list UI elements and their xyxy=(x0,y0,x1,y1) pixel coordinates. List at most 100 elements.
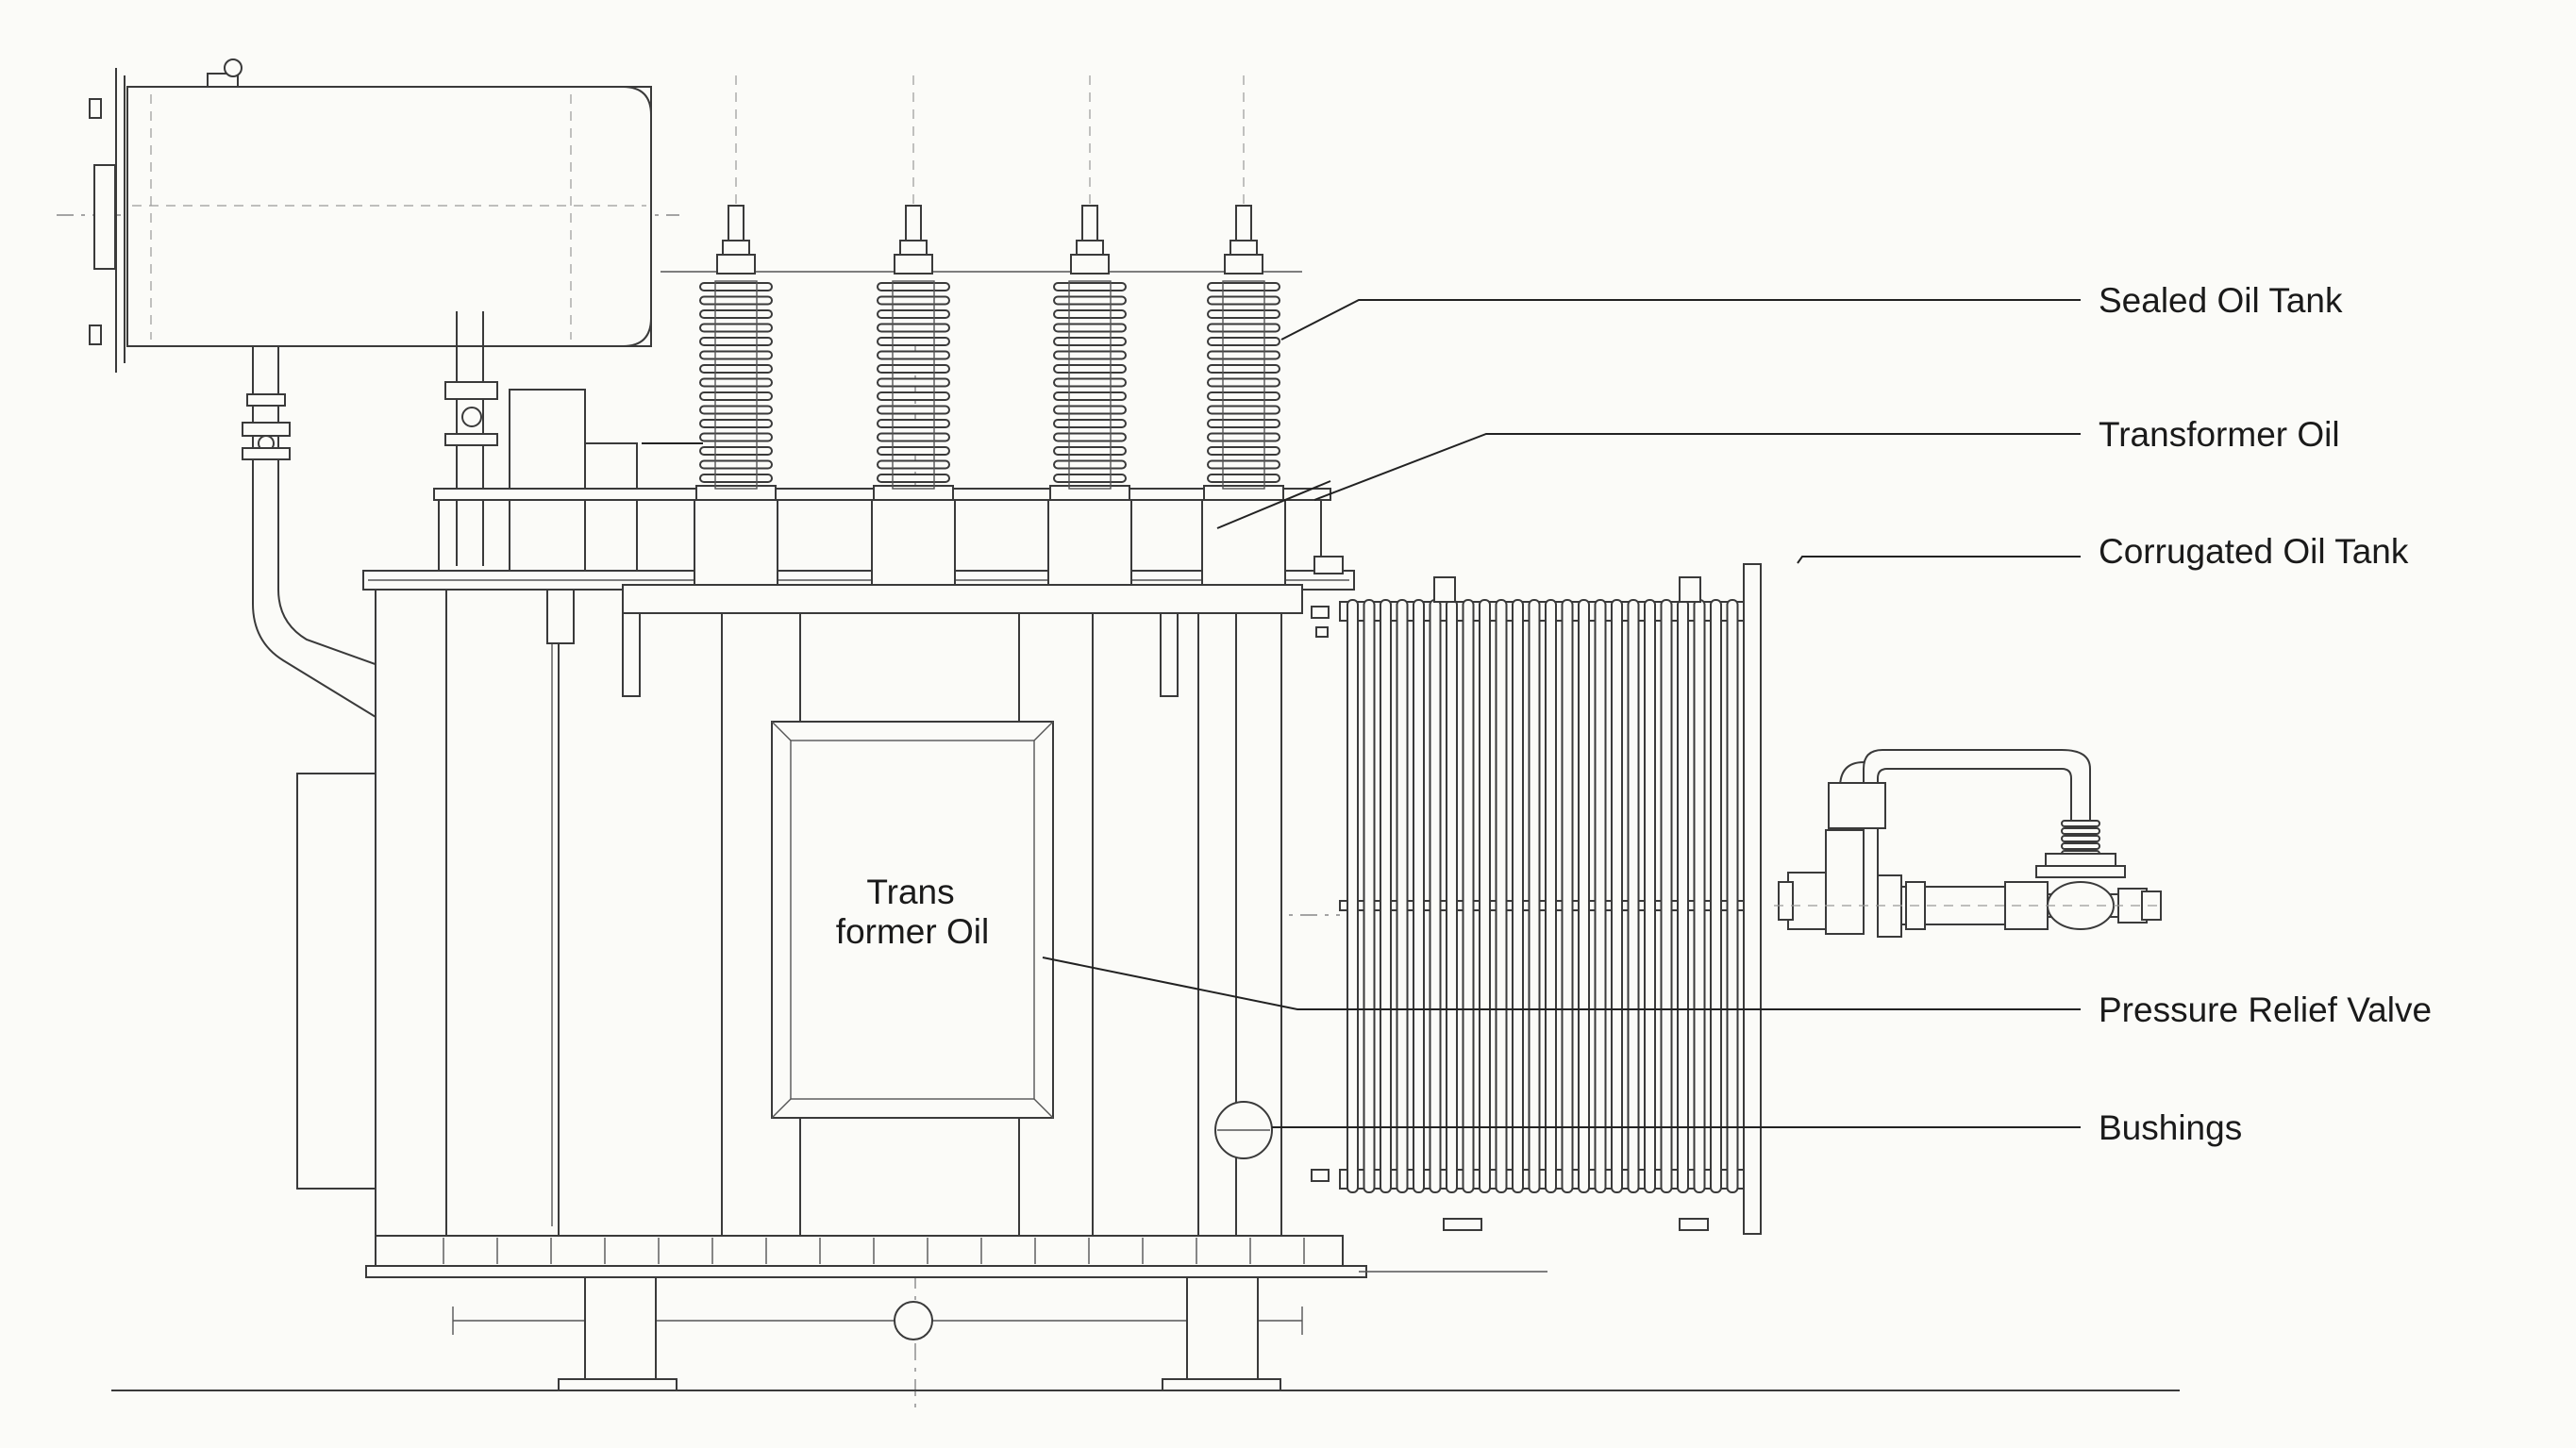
bushing-shed xyxy=(699,474,773,483)
bushing-shed xyxy=(699,282,773,291)
bushing-flange xyxy=(1049,485,1130,501)
bushing-shed xyxy=(699,391,773,401)
bushing-shed xyxy=(1053,323,1127,333)
bushing-nut xyxy=(722,240,750,256)
bushing-terminal xyxy=(905,205,922,241)
callout-transformer-oil: Transformer Oil xyxy=(2099,415,2340,454)
bushing-nut xyxy=(1229,240,1258,256)
bushing-shed xyxy=(699,377,773,388)
bushing-shed xyxy=(1053,419,1127,428)
radiator-foot xyxy=(1679,1218,1709,1231)
bushing-shed xyxy=(699,459,773,470)
bushing-shed xyxy=(699,309,773,319)
bushing-shed xyxy=(1207,377,1280,388)
bushing-flange xyxy=(1203,485,1284,501)
bushing-nut xyxy=(899,240,928,256)
radiator-fin xyxy=(1561,599,1574,1193)
radiator-fin xyxy=(1660,599,1673,1193)
callout-labels: Sealed Oil Tank Transformer Oil Corrugat… xyxy=(836,281,2432,1147)
radiator-fin xyxy=(1495,599,1508,1193)
radiator-fin xyxy=(1479,599,1491,1193)
radiator-fin xyxy=(1429,599,1442,1193)
window-label-line1: Trans xyxy=(866,873,954,911)
bushing-shed xyxy=(877,350,950,360)
radiator-valve xyxy=(1311,1169,1330,1182)
bushing-shed xyxy=(699,295,773,306)
bushing-shed xyxy=(699,364,773,374)
bushing-shed xyxy=(1053,459,1127,470)
callout-pressure-relief-valve: Pressure Relief Valve xyxy=(2099,990,2432,1029)
bushing-shed xyxy=(1207,350,1280,360)
bushing-shed xyxy=(877,419,950,428)
bushing-shed xyxy=(1207,295,1280,306)
bushing xyxy=(1201,205,1286,586)
radiator-fin xyxy=(1594,599,1607,1193)
bushing-shed xyxy=(877,391,950,401)
bushing-shed xyxy=(1053,474,1127,483)
bushing-shed xyxy=(1053,391,1127,401)
bushing-shed xyxy=(1053,350,1127,360)
bushing-cap xyxy=(1070,254,1110,275)
bushing-shed xyxy=(699,323,773,333)
bushing-shed xyxy=(877,282,950,291)
radiator-side-plate xyxy=(1743,563,1762,1235)
bushing-terminal xyxy=(728,205,744,241)
window-label-line2: former Oil xyxy=(836,912,989,951)
valve-bellows-ring xyxy=(2061,827,2100,835)
bushing-core xyxy=(1222,280,1265,490)
radiator-fin xyxy=(1396,599,1409,1193)
bushing-flange xyxy=(695,485,777,501)
radiator-fin xyxy=(1611,599,1623,1193)
bushing-shed xyxy=(699,350,773,360)
bushing xyxy=(694,205,778,586)
valve-bellows-ring xyxy=(2061,842,2100,850)
bushing-shed xyxy=(699,446,773,456)
radiator-valve xyxy=(1311,606,1330,619)
bushing-cap xyxy=(894,254,933,275)
radiator-fin xyxy=(1413,599,1425,1193)
radiator-fin xyxy=(1528,599,1541,1193)
corrugated-radiator xyxy=(1311,563,1762,1235)
radiator-fin xyxy=(1578,599,1590,1193)
oil-level-gauge xyxy=(1214,1101,1273,1159)
valve-bellows-ring xyxy=(2061,835,2100,842)
bushing-shed xyxy=(1053,364,1127,374)
breather-pipe xyxy=(444,311,638,574)
bushing-shed xyxy=(1207,446,1280,456)
valve-flange xyxy=(2035,865,2126,878)
radiator-fin xyxy=(1347,599,1359,1193)
bushing-base xyxy=(1201,499,1286,586)
leader-lines xyxy=(642,299,2081,1128)
bushing-shed xyxy=(1207,337,1280,346)
radiator-foot xyxy=(1443,1218,1482,1231)
bushing-shed xyxy=(877,405,950,415)
bushings xyxy=(694,205,1286,586)
radiator-fin xyxy=(1380,599,1392,1193)
bushing-terminal xyxy=(1235,205,1252,241)
bushing-base xyxy=(694,499,778,586)
radiator-fin xyxy=(1693,599,1706,1193)
relief-valve-piping xyxy=(1774,749,2162,938)
bushing-shed xyxy=(1053,309,1127,319)
bushing xyxy=(871,205,956,586)
radiator-lug xyxy=(1433,576,1456,603)
callout-sealed-oil-tank: Sealed Oil Tank xyxy=(2099,281,2343,320)
bushing-core xyxy=(714,280,758,490)
bushing-shed xyxy=(699,405,773,415)
bushing-shed xyxy=(1207,405,1280,415)
bushing-base xyxy=(1047,499,1132,586)
radiator-fin xyxy=(1644,599,1656,1193)
radiator-fin xyxy=(1363,599,1376,1193)
bushing-shed xyxy=(699,337,773,346)
bushing-shed xyxy=(1053,282,1127,291)
tank-base xyxy=(111,1235,2180,1391)
bushing-nut xyxy=(1076,240,1104,256)
bushing-shed xyxy=(877,474,950,483)
valve-flange xyxy=(2045,853,2116,867)
bushing-shed xyxy=(877,323,950,333)
bushing-shed xyxy=(1207,364,1280,374)
bushing-shed xyxy=(1207,282,1280,291)
bushing-shed xyxy=(1053,432,1127,442)
